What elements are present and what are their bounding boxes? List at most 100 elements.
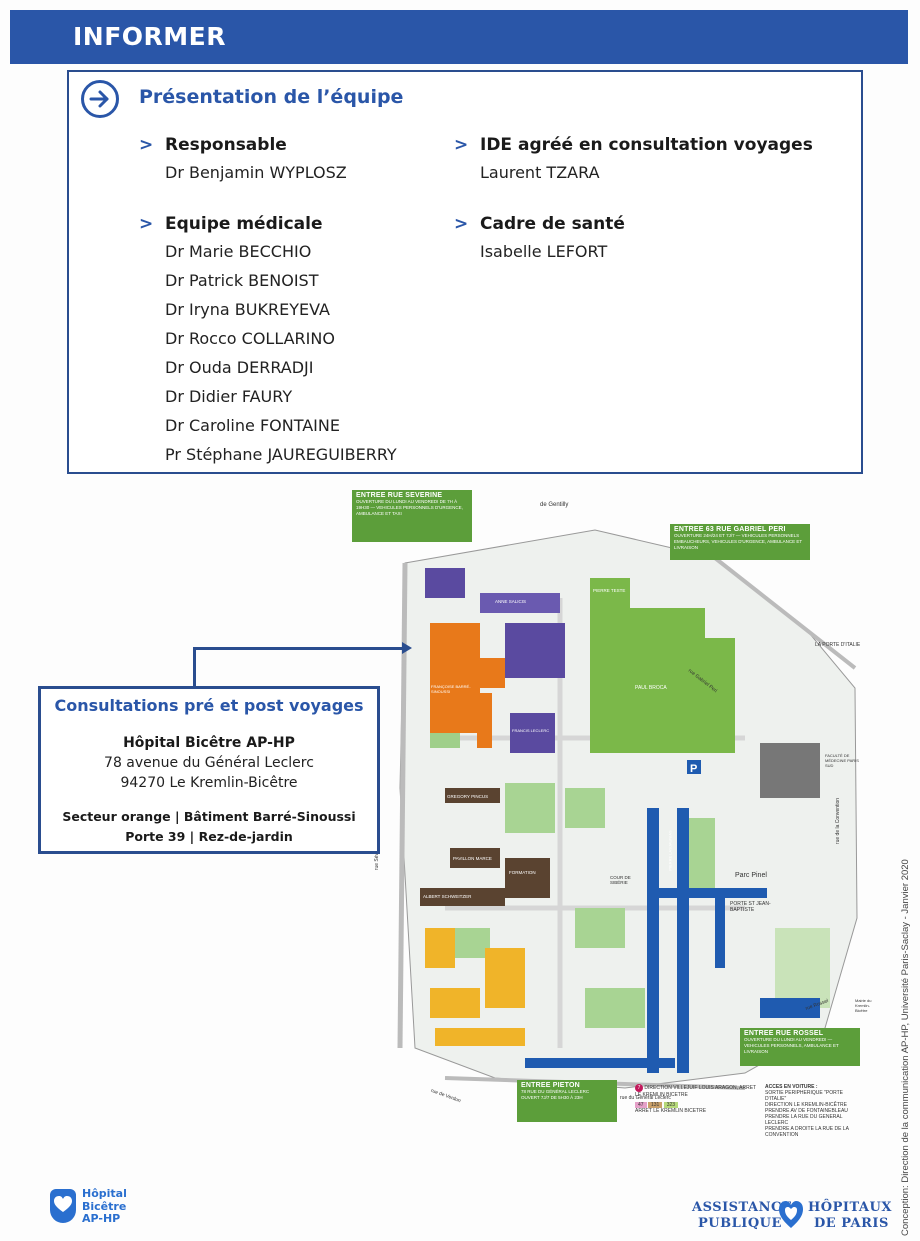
role-cadre-sante: > Cadre de santé [454, 211, 854, 237]
person-name: Dr Caroline FONTAINE [165, 416, 340, 435]
consultation-panel: Consultations pré et post voyages Hôpita… [38, 686, 380, 854]
bus-numbers: 47 131 323 [635, 1102, 760, 1108]
entrance-detail: OUVERT 7J/7 DE 5H30 À 23H [521, 1095, 583, 1100]
map-label-gentilly: de Gentilly [540, 502, 569, 508]
car-step: PRENDRE AV DE FONTAINEBLEAU [765, 1108, 848, 1114]
bus-stop: ARRET LE KREMLIN BICETRE [635, 1108, 707, 1114]
map-label-rue-leclerc: rue du Général Leclerc [620, 1095, 671, 1101]
entrance-detail: OUVERTURE 24H/24 ET 7J/7 — VEHICULES PER… [674, 533, 803, 550]
bus-legend: 7 DIRECTION VILLEJUIF LOUIS ARAGON, ARRE… [635, 1084, 760, 1114]
porte-line: Porte 39 | Rez-de-jardin [125, 829, 293, 844]
header-bar [10, 10, 908, 64]
bus-legend-text: DIRECTION VILLEJUIF LOUIS ARAGON, ARRET … [635, 1085, 756, 1098]
logo-line: HÔPITAUX [808, 1200, 892, 1215]
aphp-logo: ASSISTANCE PUBLIQUE HÔPITAUX DE PARIS [690, 1198, 895, 1234]
car-step: DIRECTION LE KREMLIN-BICÊTRE [765, 1102, 847, 1108]
logo-line: PUBLIQUE [698, 1216, 782, 1231]
bus-number: 131 [647, 1102, 663, 1108]
hospital-name: Hôpital Bicêtre AP-HP [123, 735, 295, 751]
map-label-gregory-pincus: GREGORY PINCUS [447, 794, 489, 799]
car-legend: ACCES EN VOITURE : SORTIE PERIPHERIQUE "… [765, 1084, 865, 1138]
arrow-right-icon [81, 80, 119, 118]
entrance-title: ENTREE RUE SEVERINE [356, 492, 443, 499]
entrance-sign-severine: ENTREE RUE SEVERINE OUVERTURE DU LUNDI A… [352, 490, 472, 542]
car-step: PRENDRE A DROITE LA RUE DE LA CONVENTION [765, 1126, 849, 1138]
map-label-cour-siberie: COUR DE SIBÉRIE [610, 875, 631, 885]
map-label-faculte: FACULTÉ DE MÉDECINE PARIS SUD [825, 753, 859, 768]
person-name: Dr Benjamin WYPLOSZ [165, 163, 347, 182]
role-equipe-medicale: > Equipe médicale [139, 211, 469, 237]
team-right-column: > IDE agréé en consultation voyages Laur… [454, 132, 854, 266]
car-step: SORTIE PERIPHERIQUE "PORTE D'ITALIE" [765, 1090, 843, 1102]
consultation-title: Consultations pré et post voyages [54, 696, 364, 715]
map-label-parc-pinel: Parc Pinel [735, 872, 767, 879]
bus-legend-title: 7 DIRECTION VILLEJUIF LOUIS ARAGON, ARRE… [635, 1084, 760, 1098]
car-legend-title: ACCES EN VOITURE : [765, 1084, 818, 1090]
map-label-francoise-barre: FRANÇOISE BARRÉ-SINOUSSI [431, 684, 471, 694]
person-name: Pr Stéphane JAUREGUIBERRY [165, 445, 397, 464]
person-name: Dr Iryna BUKREYEVA [165, 300, 330, 319]
address-line: 78 avenue du Général Leclerc [104, 755, 314, 771]
arrow-head-icon [402, 642, 412, 654]
map-label-pierre-teste: PIERRE TESTE [593, 588, 626, 593]
team-panel: Présentation de l’équipe > Responsable D… [67, 70, 863, 474]
entrance-subtitle: 78 RUE DU GÉNÉRAL LECLERC [521, 1089, 590, 1094]
logo-line: Hôpital [82, 1187, 127, 1200]
logo-line: ASSISTANCE [692, 1200, 793, 1215]
map-label-pavillon-marce: PAVILLON MARCE [453, 856, 492, 861]
entrance-sign-pieton: ENTREE PIETON 78 RUE DU GÉNÉRAL LECLERC … [517, 1080, 617, 1122]
team-title: Présentation de l’équipe [139, 86, 404, 108]
map-label-porte-st-jean: PORTE ST JEAN-BAPTISTE [730, 901, 771, 913]
chevron-right-icon: > [454, 135, 469, 155]
map-label-anne-salicis: ANNE SALICIS [495, 599, 527, 604]
entrance-sign-peri: ENTREE 63 RUE GABRIEL PERI OUVERTURE 24H… [670, 524, 810, 560]
person-name: Dr Ouda DERRADJI [165, 358, 314, 377]
person-name: Isabelle LEFORT [480, 242, 608, 261]
connector-line [193, 647, 196, 687]
person-name: Dr Marie BECCHIO [165, 242, 312, 261]
map-label-rue-convention: rue de la Convention [835, 797, 842, 845]
heart-icon [779, 1201, 803, 1228]
bus-number: 323 [663, 1102, 679, 1108]
entrance-detail: OUVERTURE DU LUNDI AU VENDREDI — VEHICUL… [744, 1037, 839, 1054]
map-label-formation: FORMATION [509, 870, 536, 875]
logo-line: AP-HP [82, 1212, 121, 1225]
person-name: Dr Patrick BENOIST [165, 271, 319, 290]
car-step: PRENDRE LA RUE DU GENERAL LECLERC [765, 1114, 843, 1126]
entrance-title: ENTREE PIETON [521, 1082, 580, 1089]
role-ide: > IDE agréé en consultation voyages [454, 132, 854, 158]
chevron-right-icon: > [454, 214, 469, 234]
logo-line: Bicêtre [82, 1199, 127, 1213]
team-left-column: > Responsable Dr Benjamin WYPLOSZ > Equi… [139, 132, 469, 469]
address-line: 94270 Le Kremlin-Bicêtre [120, 775, 298, 791]
logo-line: DE PARIS [814, 1216, 889, 1231]
role-responsable: > Responsable [139, 132, 469, 158]
hopital-bicetre-logo: Hôpital Bicêtre AP-HP [50, 1186, 150, 1234]
entrance-title: ENTREE 63 RUE GABRIEL PERI [674, 526, 786, 533]
map-label-pierre-lasjaunias: PIERRE LASJAUNIAS [667, 830, 673, 871]
secteur-line: Secteur orange | Bâtiment Barré-Sinoussi [62, 809, 356, 824]
role-label: Equipe médicale [165, 214, 323, 234]
entrance-title: ENTREE RUE ROSSEL [744, 1030, 824, 1037]
person-name: Laurent TZARA [480, 163, 600, 182]
map-label-mairie: Mairie du Kremlin-Bicêtre [855, 998, 872, 1013]
bus-number: 47 [635, 1102, 647, 1108]
logo-text: Hôpital Bicêtre AP-HP [82, 1187, 127, 1226]
entrance-detail: OUVERTURE DU LUNDI AU VENDREDI DE 7H À 1… [356, 499, 463, 516]
chevron-right-icon: > [139, 214, 154, 234]
map-label-francis-leclerc: FRANCIS LECLERC [512, 728, 550, 733]
entrance-sign-rossel: ENTREE RUE ROSSEL OUVERTURE DU LUNDI AU … [740, 1028, 860, 1066]
page-title: INFORMER [73, 22, 227, 51]
hospital-map: P de Gentilly rue Gabriel Peri LA PORTE … [352, 488, 871, 1138]
role-label: Cadre de santé [480, 214, 625, 234]
person-name: Dr Didier FAURY [165, 387, 293, 406]
svg-text:P: P [690, 763, 697, 775]
role-label: IDE agréé en consultation voyages [480, 135, 813, 155]
heart-icon [50, 1189, 76, 1223]
bus-line-number: 7 [635, 1084, 643, 1092]
chevron-right-icon: > [139, 135, 154, 155]
map-label-porte-italie: LA PORTE D'ITALIE [815, 642, 861, 648]
role-label: Responsable [165, 135, 287, 155]
map-label-albert-schweitzer: ALBERT SCHWEITZER [423, 894, 472, 899]
design-credit: Conception: Direction de la communicatio… [900, 859, 911, 1236]
